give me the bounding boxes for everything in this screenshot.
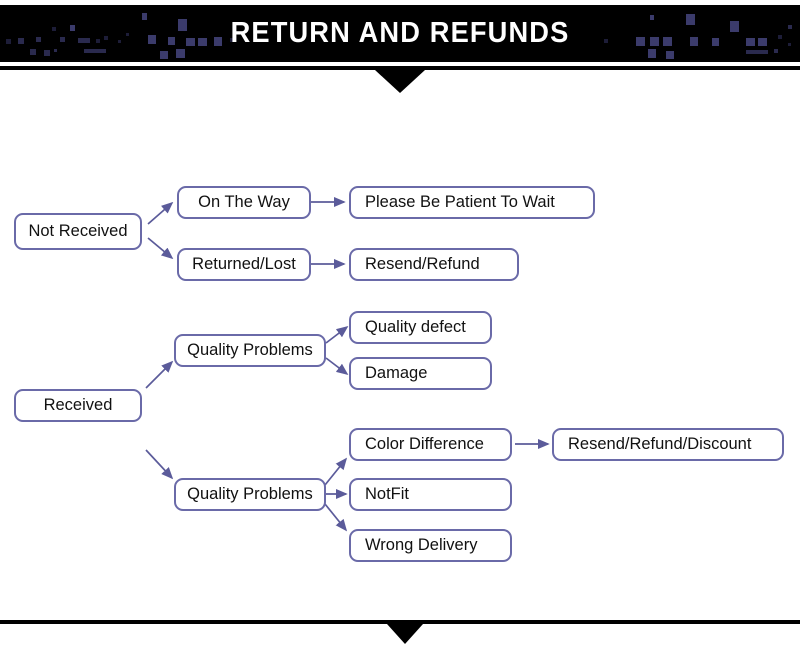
- edge-notreceived-ontheway: [147, 201, 174, 225]
- pixel-block: [712, 38, 719, 46]
- pixel-block: [214, 37, 222, 46]
- pixel-block: [774, 49, 778, 53]
- node-wrong-delivery[interactable]: Wrong Delivery: [349, 529, 512, 562]
- edge-quality2-wrongdelivery: [324, 503, 348, 532]
- node-on-the-way[interactable]: On The Way: [177, 186, 311, 219]
- node-received[interactable]: Received: [14, 389, 142, 422]
- pixel-block: [84, 49, 106, 53]
- pixel-block: [52, 27, 56, 31]
- edge-quality1-damage: [325, 357, 349, 376]
- pixel-block: [686, 14, 695, 25]
- pixel-block: [30, 49, 36, 55]
- node-please-be-patient-to-wait[interactable]: Please Be Patient To Wait: [349, 186, 595, 219]
- pixel-block: [663, 37, 672, 46]
- edge-notreceived-returnedlost: [147, 237, 174, 260]
- pixel-block: [44, 50, 50, 56]
- pixel-block: [168, 37, 175, 45]
- pixel-block: [178, 19, 187, 31]
- pixel-block: [666, 51, 674, 59]
- edge-received-quality1: [145, 360, 174, 389]
- pixel-block: [604, 39, 608, 43]
- pixel-block: [788, 25, 792, 29]
- header-divider-triangle: [375, 70, 425, 93]
- pixel-block: [96, 39, 100, 43]
- edge-received-quality2: [145, 449, 174, 480]
- header-divider-rule: [0, 66, 800, 70]
- pixel-block: [160, 51, 168, 59]
- node-quality-defect[interactable]: Quality defect: [349, 311, 492, 344]
- footer-divider-triangle: [387, 624, 423, 644]
- pixel-block: [788, 43, 791, 46]
- node-color-difference[interactable]: Color Difference: [349, 428, 512, 461]
- pixel-block: [70, 25, 75, 31]
- title-backdrop: [238, 5, 574, 62]
- pixel-block: [730, 21, 739, 32]
- pixel-block: [758, 38, 767, 46]
- node-quality-problems-upper[interactable]: Quality Problems: [174, 334, 326, 367]
- pixel-block: [230, 38, 234, 42]
- pixel-block: [690, 37, 698, 46]
- page-title: RETURN AND REFUNDS: [230, 17, 570, 49]
- pixel-block: [636, 37, 645, 46]
- pixel-block: [118, 40, 121, 43]
- pixel-block: [650, 37, 659, 46]
- pixel-block: [6, 39, 11, 44]
- pixel-block: [60, 37, 65, 42]
- pixel-block: [104, 36, 108, 40]
- pixel-block: [746, 50, 768, 54]
- pixel-block: [186, 38, 195, 46]
- node-resend-refund[interactable]: Resend/Refund: [349, 248, 519, 281]
- node-not-received[interactable]: Not Received: [14, 213, 142, 250]
- pixel-block: [746, 38, 755, 46]
- edge-quality1-qualitydefect: [325, 325, 349, 344]
- node-not-fit[interactable]: NotFit: [349, 478, 512, 511]
- pixel-block: [126, 33, 129, 36]
- pixel-block: [176, 49, 185, 58]
- pixel-block: [142, 13, 147, 20]
- pixel-block: [650, 15, 654, 20]
- pixel-block: [778, 35, 782, 39]
- header-banner: RETURN AND REFUNDS: [0, 5, 800, 62]
- pixel-block: [78, 38, 90, 43]
- pixel-block: [54, 49, 57, 52]
- node-damage[interactable]: Damage: [349, 357, 492, 390]
- pixel-block: [198, 38, 207, 46]
- node-quality-problems-lower[interactable]: Quality Problems: [174, 478, 326, 511]
- banner-background: RETURN AND REFUNDS: [0, 5, 800, 62]
- node-resend-refund-discount[interactable]: Resend/Refund/Discount: [552, 428, 784, 461]
- pixel-block: [648, 49, 656, 58]
- footer-divider-rule: [0, 620, 800, 624]
- edge-quality2-colordifference: [324, 457, 348, 486]
- pixel-block: [148, 35, 156, 44]
- pixel-block: [36, 37, 41, 42]
- pixel-block: [18, 38, 24, 44]
- node-returned-lost[interactable]: Returned/Lost: [177, 248, 311, 281]
